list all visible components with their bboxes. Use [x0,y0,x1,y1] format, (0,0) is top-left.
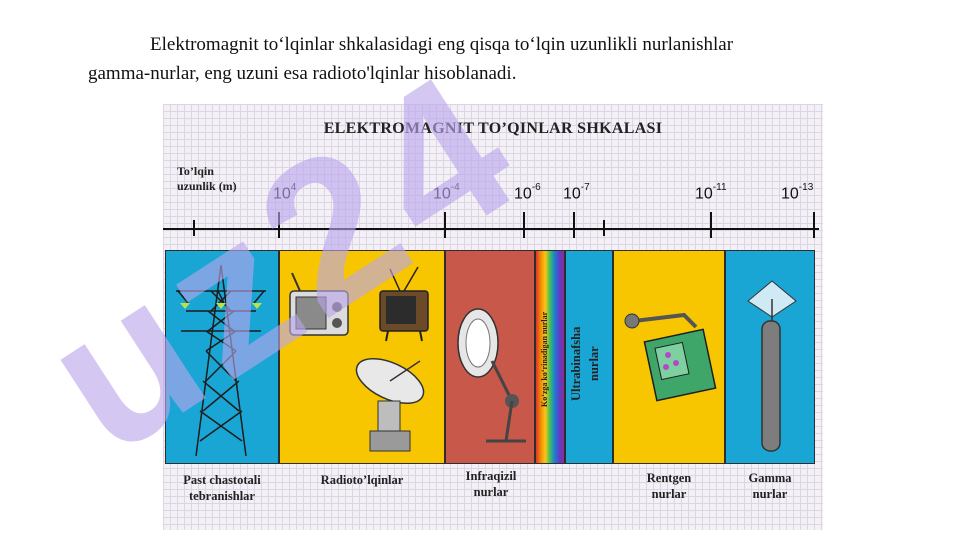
paragraph-line-1: Elektromagnit to‘lqinlar shkalasidagi en… [150,34,734,55]
tv-icon [379,266,429,342]
ultraviolet-label-line-2: nurlar [587,346,601,382]
axis-tick-mark [278,212,280,238]
tick-label-1: 104 [273,182,297,203]
axis-tick-mark [573,212,575,238]
tick-label-2: 10-4 [433,182,460,203]
intro-paragraph: Elektromagnit to‘lqinlar shkalasidagi en… [88,30,918,88]
xray-machine-icon [624,312,717,402]
band-low-frequency [165,250,279,464]
gamma-label-line-2: nurlar [752,487,788,501]
xray-label-line-2: nurlar [651,487,687,501]
infrared-label-line-2: nurlar [473,485,509,499]
xray-label: Rentgen nurlar [613,470,725,502]
axis-tick-mark [193,220,195,236]
low-frequency-label: Past chastotali tebranishlar [163,472,281,504]
wavelength-axis [163,228,819,230]
wavelength-axis-label: To’lqin uzunlik (m) [177,164,257,194]
axis-tick-mark [710,212,712,238]
xray-label-line-1: Rentgen [646,471,692,485]
em-spectrum-figure: ELEKTROMAGNIT TO’QINLAR SHKALASI To’lqin… [163,104,823,530]
tick-label-3: 10-6 [514,182,541,203]
ultraviolet-label-line-1: Ultrabinafsha [569,326,583,402]
infrared-label-line-1: Infraqizil [465,469,517,483]
radio-tv-antenna-icons [289,266,429,452]
heat-lamp-icon [457,308,526,443]
tick-label-4: 10-7 [563,182,590,203]
radio-icon [289,272,349,336]
figure-title: ELEKTROMAGNIT TO’QINLAR SHKALASI [323,120,663,137]
gamma-label-line-1: Gamma [748,471,792,485]
band-ultraviolet [565,250,613,464]
wavelength-label-line-2: uzunlik (m) [177,179,237,193]
infrared-label: Infraqizil nurlar [443,468,539,500]
band-xray [613,250,725,464]
radio-waves-label: Radioto’lqinlar [320,473,404,487]
wavelength-label-line-1: To’lqin [177,164,214,178]
band-gamma [725,250,815,464]
low-frequency-label-line-2: tebranishlar [189,489,255,503]
low-frequency-label-line-1: Past chastotali [183,473,261,487]
tick-label-5: 10-11 [695,182,727,203]
gamma-source-icon [747,280,797,452]
satellite-dish-icon [355,357,425,452]
band-infrared [445,250,535,464]
axis-tick-mark [813,212,815,238]
paragraph-line-2: gamma-nurlar, eng uzuni esa radioto'lqin… [88,63,517,84]
band-visible-light [535,250,565,464]
axis-tick-mark [523,212,525,238]
gamma-label: Gamma nurlar [725,470,815,502]
power-tower-icon [176,264,266,457]
tick-label-6: 10-13 [781,182,814,203]
band-radio-waves [279,250,445,464]
axis-tick-mark [444,212,446,238]
visible-light-label: Ko‘zga ko‘rinadigan nurlar [540,311,549,407]
ultraviolet-label: Ultrabinafsha nurlar [567,304,611,424]
axis-tick-mark [603,220,605,236]
